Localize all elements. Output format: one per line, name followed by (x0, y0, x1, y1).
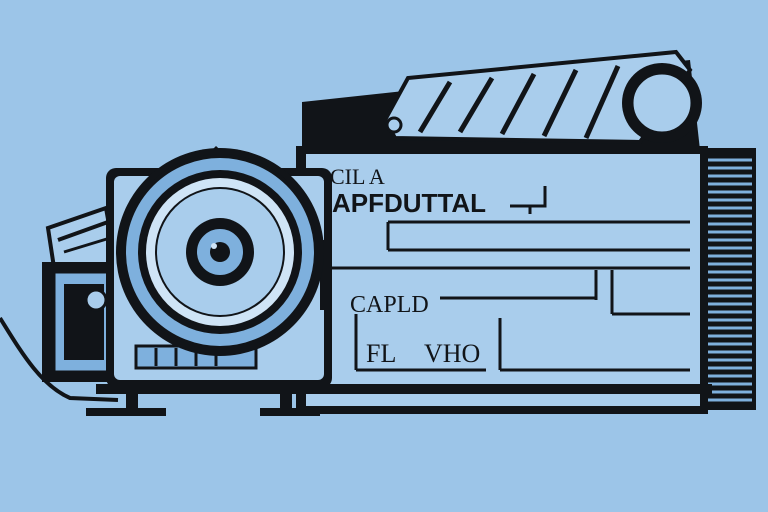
clapper-arm-stripes (417, 64, 621, 140)
slate-panel (306, 154, 700, 406)
slate-field-two-right-label: VHO (424, 339, 480, 368)
slate-field-two-left-label: FL (366, 339, 396, 368)
slate-brand-label: APFDUTTAL (332, 188, 486, 218)
slate-top-small-label: CIL A (330, 164, 385, 189)
clapperboard: CIL A APFDUTTAL CAPLD FL VHO (296, 49, 756, 414)
camera-foot-right (260, 408, 320, 416)
slate-field-one-label: CAPLD (350, 292, 429, 318)
side-grille-slats (708, 158, 752, 402)
camera (42, 146, 712, 416)
brand-underline-mark (510, 186, 547, 214)
camera-rear-knob (84, 288, 108, 312)
clapper-hinge-inner (630, 71, 694, 135)
power-cable (0, 316, 119, 402)
camera-foot-left (86, 408, 166, 416)
camera-base-plate (96, 384, 712, 394)
clapper-pivot-screw (385, 116, 403, 134)
